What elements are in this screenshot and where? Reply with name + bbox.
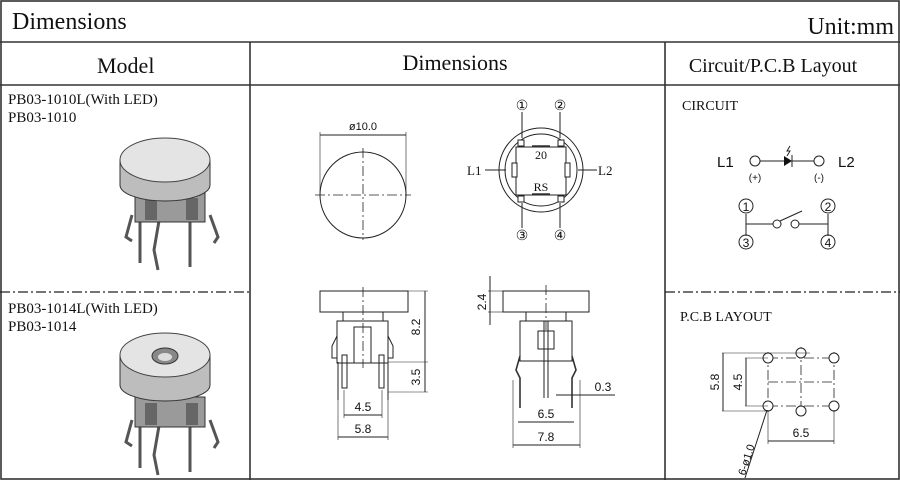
l1-label: L1 bbox=[467, 163, 481, 178]
switch-image-1014 bbox=[119, 332, 220, 476]
side-view-front: 8.2 3.5 4.5 5.8 bbox=[319, 287, 428, 440]
circuit-diagram: CIRCUIT L1 L2 (+) (-) 1 2 3 4 bbox=[682, 99, 855, 250]
led-diode-icon bbox=[784, 156, 792, 166]
dim-pin-span-inner: 4.5 bbox=[355, 400, 372, 414]
column-header-model: Model bbox=[97, 53, 154, 78]
circuit-minus: (-) bbox=[814, 173, 824, 184]
l2-label: L2 bbox=[598, 163, 612, 178]
pcb-dim-outer: 5.8 bbox=[708, 373, 722, 390]
circuit-l1: L1 bbox=[717, 154, 734, 171]
pin-1-label: ① bbox=[516, 99, 529, 114]
column-header-dimensions: Dimensions bbox=[402, 50, 507, 75]
circuit-title: CIRCUIT bbox=[682, 99, 738, 114]
pcb-title: P.C.B LAYOUT bbox=[680, 310, 772, 325]
pin-3-label: ③ bbox=[516, 229, 529, 244]
side-view-side: 2.4 6.5 7.8 0.3 bbox=[475, 276, 615, 448]
dim-width-outer: 7.8 bbox=[538, 430, 555, 444]
dim-leg-length: 3.5 bbox=[409, 368, 423, 385]
circuit-pin-3: 3 bbox=[743, 236, 750, 250]
sheet-title: Dimensions bbox=[12, 9, 127, 35]
dim-height-total: 8.2 bbox=[409, 318, 423, 335]
pcb-hole-spec: 6-ø1.0 bbox=[736, 443, 757, 477]
pcb-dim-width: 6.5 bbox=[793, 426, 810, 440]
model-2-alt-name: PB03-1014 bbox=[8, 319, 77, 335]
dim-body-width: 5.8 bbox=[355, 422, 372, 436]
model-1-name: PB03-1010L(With LED) bbox=[8, 92, 158, 108]
cap-top-view: ø10.0 bbox=[315, 121, 411, 240]
switch-image-1010 bbox=[119, 137, 220, 271]
circuit-pin-2: 2 bbox=[825, 200, 832, 214]
dim-pin-thickness: 0.3 bbox=[595, 380, 612, 394]
mark-20: 20 bbox=[535, 148, 547, 162]
circuit-l2: L2 bbox=[838, 154, 855, 171]
pcb-dim-inner: 4.5 bbox=[731, 373, 745, 390]
dim-pin-span: 6.5 bbox=[538, 407, 555, 421]
unit-label: Unit:mm bbox=[807, 14, 894, 40]
switch-top-view: 20 RS ① ② ③ ④ L1 L2 bbox=[467, 99, 612, 244]
circuit-pin-1: 1 bbox=[743, 200, 750, 214]
model-1-alt-name: PB03-1010 bbox=[8, 110, 76, 126]
circuit-pin-4: 4 bbox=[825, 236, 832, 250]
dim-cap-height: 2.4 bbox=[475, 293, 489, 310]
diameter-label: ø10.0 bbox=[349, 121, 377, 133]
pin-2-label: ② bbox=[554, 99, 567, 114]
column-header-circuit: Circuit/P.C.B Layout bbox=[689, 55, 858, 77]
model-2-name: PB03-1014L(With LED) bbox=[8, 301, 158, 317]
mark-rs: RS bbox=[534, 180, 549, 194]
pin-4-label: ④ bbox=[554, 229, 567, 244]
pcb-layout: P.C.B LAYOUT 5.8 4.5 6.5 6-ø1.0 bbox=[680, 310, 840, 479]
circuit-plus: (+) bbox=[749, 173, 762, 184]
